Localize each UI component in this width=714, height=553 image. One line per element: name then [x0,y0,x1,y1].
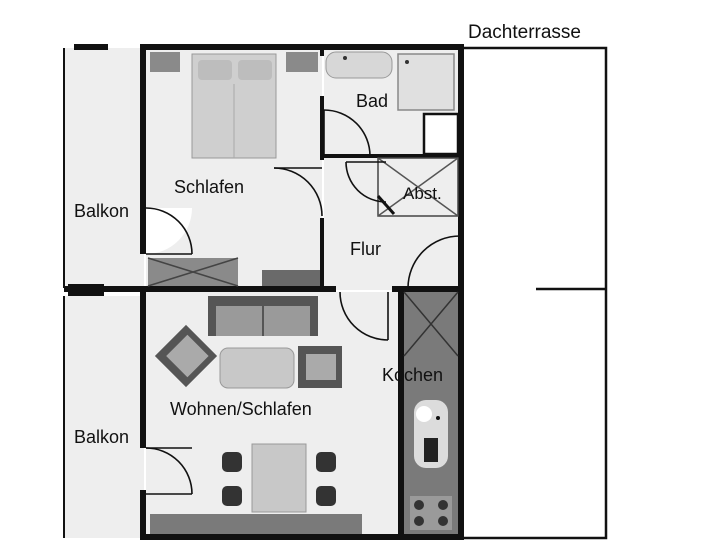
fridge-cross-icon [403,291,459,357]
wardrobe-icon [147,257,239,287]
balkon-bottom-label: Balkon [74,427,130,447]
schlafen-label: Schlafen [174,177,245,197]
flur-floor [324,158,460,290]
sofa-icon [208,296,318,336]
dachterrasse-label: Dachterrasse [468,22,581,43]
dresser-icon [262,270,320,286]
dining-table-icon [251,443,307,513]
abstellraum-cross-icon [377,157,459,217]
coffee-table-icon [219,347,295,389]
sideboard-icon [150,514,362,534]
flur-label: Flur [350,239,381,259]
shower-icon [397,53,455,111]
balkon-wall-stub [74,44,108,50]
nightstand-icon-2 [286,52,318,72]
kitchen-sink-icon [414,400,448,468]
abst-door-leaf [376,195,396,215]
wohnen-schlafen-label: Wohnen/Schlafen [170,399,312,419]
door-swing-icons [145,109,461,495]
double-bed-icon [191,53,277,159]
bad-label: Bad [356,91,389,111]
kochen-label: Kochen [382,365,444,385]
walls [64,44,464,540]
armchair-icon [154,324,218,388]
abstellraum-label: Abst. [403,184,442,203]
stove-icon [410,496,452,530]
balkon-top-label: Balkon [74,201,130,221]
toilet-box-icon [422,112,460,156]
sink-icon [325,51,393,79]
dachterrasse-outline [462,46,608,540]
armchair-icon-2 [298,346,342,388]
nightstand-icon [150,52,180,72]
chair-icons [222,452,336,506]
balkon-bottom-floor [64,296,144,538]
balkon-top-floor [64,48,144,288]
